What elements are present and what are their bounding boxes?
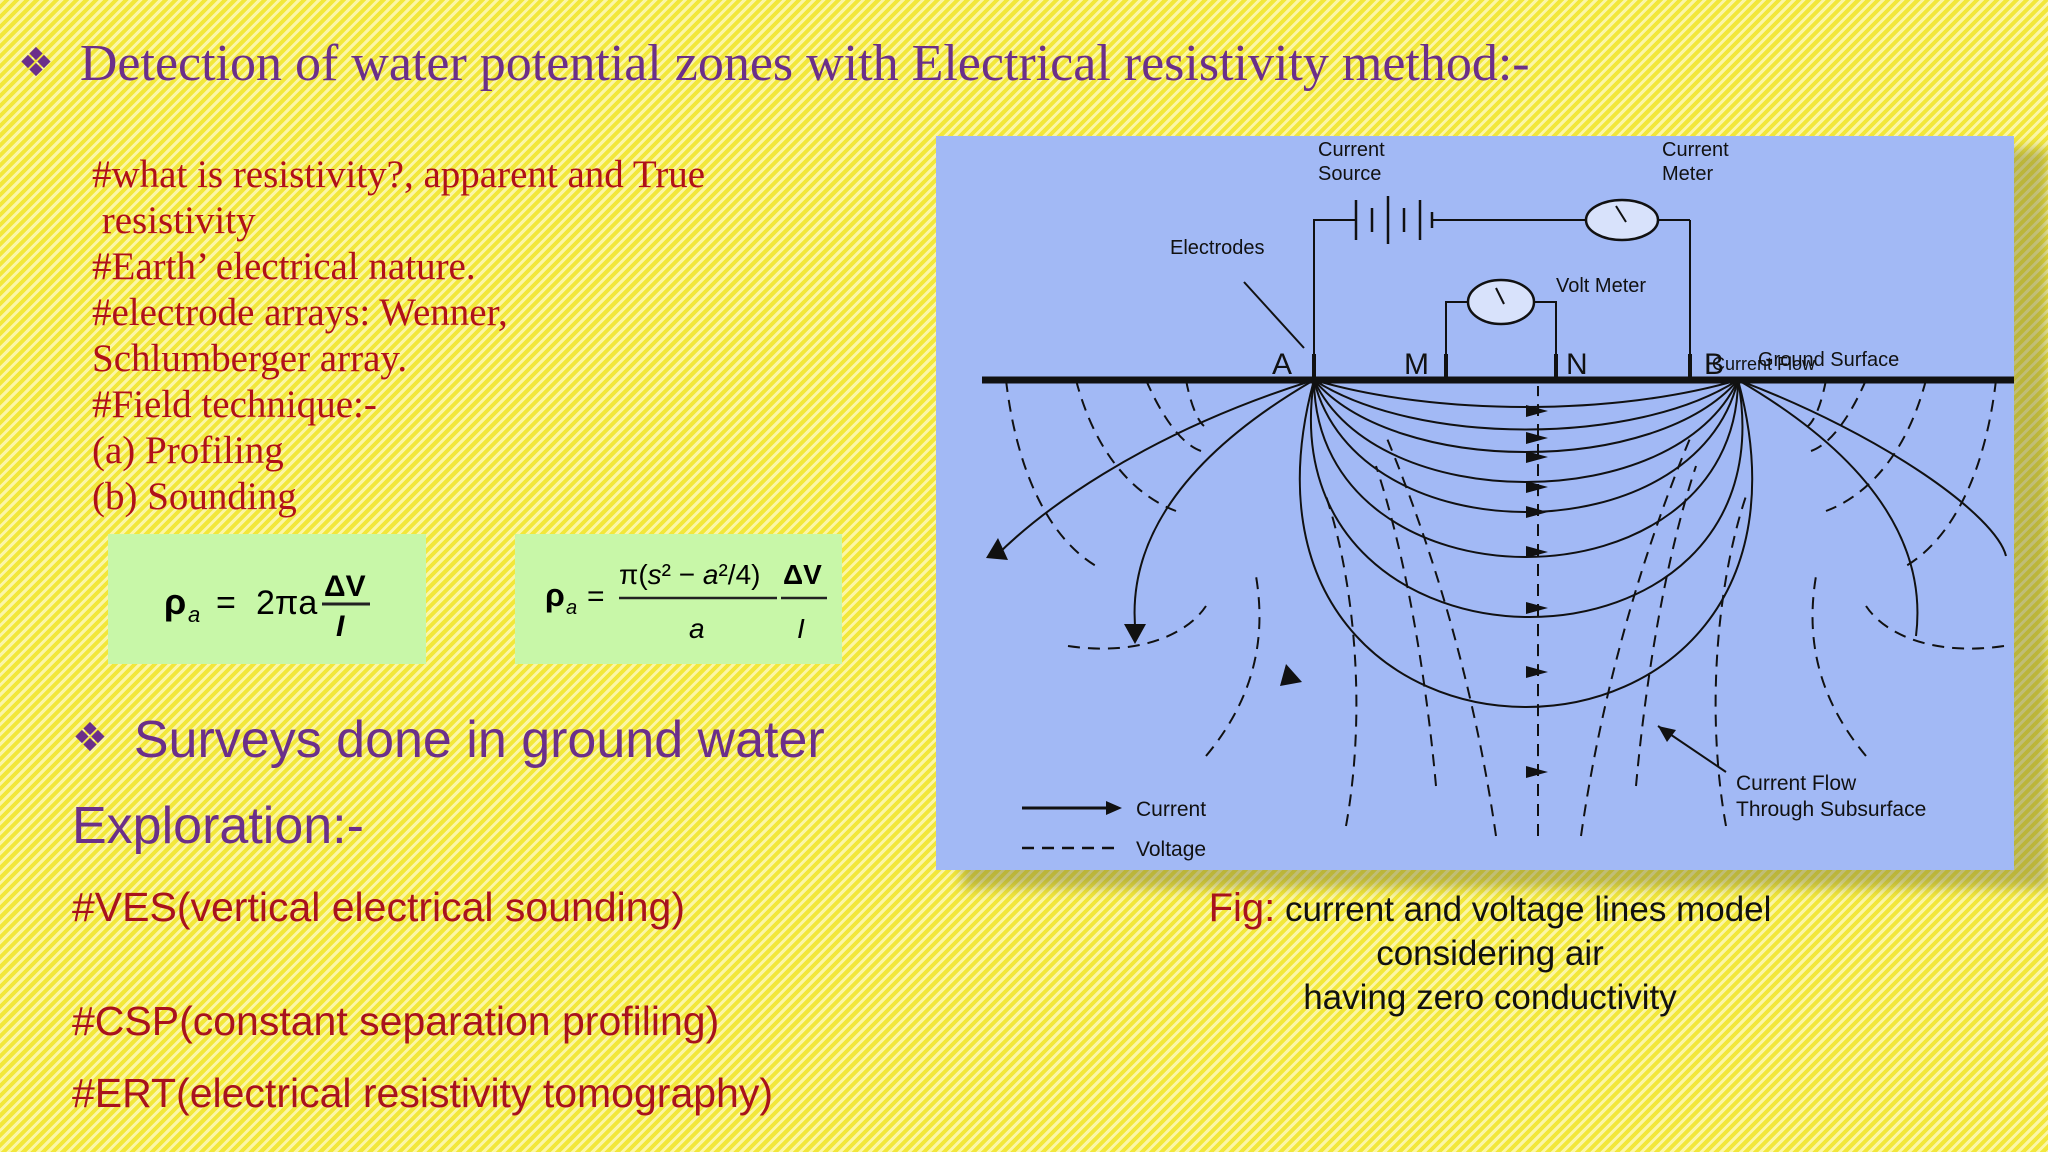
- volt-meter-icon: [1466, 278, 1536, 326]
- electrodes-pointer: [1243, 281, 1305, 349]
- legend-voltage-label: Voltage: [1136, 838, 1206, 861]
- current-source-label: Source: [1318, 163, 1381, 185]
- svg-text:a: a: [566, 597, 577, 619]
- caption-line-1: current and voltage lines model consider…: [1285, 890, 1772, 973]
- flow-arrows: [986, 405, 1548, 778]
- slide-title: ❖ Detection of water potential zones with…: [18, 34, 1530, 93]
- volt-meter-label: Volt Meter: [1556, 275, 1646, 297]
- current-flow-label: Current Flow: [1712, 354, 1816, 374]
- electrode-b-label: B: [1704, 348, 1724, 381]
- figure-caption: Fig: current and voltage lines model con…: [1120, 886, 1860, 1020]
- diamond-bullet-icon: ❖: [72, 715, 108, 761]
- note-line: Schlumberger array.: [92, 337, 408, 380]
- resistivity-diagram-svg: Current Source Current Meter Electrodes …: [982, 139, 2014, 861]
- svg-text:I: I: [336, 610, 345, 643]
- survey-item-csp: #CSP(constant separation profiling): [72, 998, 720, 1044]
- electrode-letters: A M N B: [1272, 348, 1724, 381]
- resistivity-diagram: Current Source Current Meter Electrodes …: [936, 136, 2014, 870]
- diagram-labels: Current Source Current Meter Electrodes …: [1170, 139, 1899, 374]
- battery-icon: [1354, 196, 1434, 244]
- surveys-heading: ❖ Surveys done in ground water: [72, 710, 825, 770]
- schlumberger-formula-box: ρ a = π(s² − a²/4) a ΔV I: [515, 534, 842, 664]
- survey-item-ves: #VES(vertical electrical sounding): [72, 884, 685, 930]
- wenner-formula: ρ a = 2πa ΔV I: [164, 570, 370, 643]
- current-source-label: Current: [1318, 139, 1385, 161]
- voltage-lines: [1005, 379, 2005, 837]
- legend-current-label: Current: [1136, 798, 1206, 821]
- svg-text:I: I: [797, 613, 805, 644]
- current-meter-label: Current: [1662, 139, 1729, 161]
- diagram-legend: Current Voltage Current Flow Through Sub…: [1022, 772, 1926, 861]
- svg-text:a: a: [689, 613, 705, 644]
- wenner-formula-box: ρ a = 2πa ΔV I: [108, 534, 426, 664]
- svg-text:π(s² − a²/4): π(s² − a²/4): [619, 559, 760, 590]
- note-line: #what is resistivity?, apparent and True: [92, 153, 706, 196]
- caption-prefix: Fig:: [1208, 886, 1276, 930]
- surveys-heading-text: Surveys done in ground water: [133, 711, 825, 769]
- topic-notes: #what is resistivity?, apparent and True…: [92, 152, 705, 520]
- current-meter-label: Meter: [1662, 163, 1713, 185]
- current-lines: [995, 379, 2007, 708]
- slide-title-text: Detection of water potential zones with …: [79, 35, 1530, 92]
- svg-text:ΔV: ΔV: [783, 559, 822, 590]
- note-line: (b) Sounding: [92, 475, 297, 518]
- surveys-subheading: Exploration:-: [72, 797, 364, 855]
- note-line: #electrode arrays: Wenner,: [92, 291, 508, 334]
- svg-text:ρ: ρ: [164, 581, 186, 622]
- circuit-wires: [1313, 219, 1691, 354]
- ground-surface-label: Ground Surface: [1758, 349, 1899, 371]
- caption-line-2: having zero conductivity: [1303, 978, 1677, 1017]
- electrode-a-label: A: [1272, 348, 1292, 381]
- note-line: resistivity: [92, 199, 256, 242]
- diamond-bullet-icon: ❖: [18, 40, 54, 86]
- svg-text:ρ: ρ: [545, 577, 565, 613]
- note-line: (a) Profiling: [92, 429, 284, 472]
- svg-text:=: =: [587, 580, 605, 613]
- survey-item-ert: #ERT(electrical resistivity tomography): [72, 1070, 774, 1116]
- note-line: #Earth’ electrical nature.: [92, 245, 476, 288]
- current-meter-icon: [1584, 198, 1660, 242]
- svg-text:=: =: [216, 584, 236, 622]
- electrode-m-label: M: [1404, 348, 1429, 381]
- schlumberger-formula: ρ a = π(s² − a²/4) a ΔV I: [545, 559, 827, 644]
- svg-text:a: a: [188, 602, 200, 627]
- electrodes: [1312, 354, 1692, 380]
- note-line: #Field technique:-: [92, 383, 377, 426]
- svg-text:ΔV: ΔV: [324, 570, 366, 603]
- svg-text:2πa: 2πa: [256, 584, 317, 622]
- electrode-n-label: N: [1566, 348, 1588, 381]
- current-flow-label: Current Flow: [1736, 772, 1857, 795]
- current-flow-label: Through Subsurface: [1736, 798, 1926, 821]
- electrodes-label: Electrodes: [1170, 237, 1265, 259]
